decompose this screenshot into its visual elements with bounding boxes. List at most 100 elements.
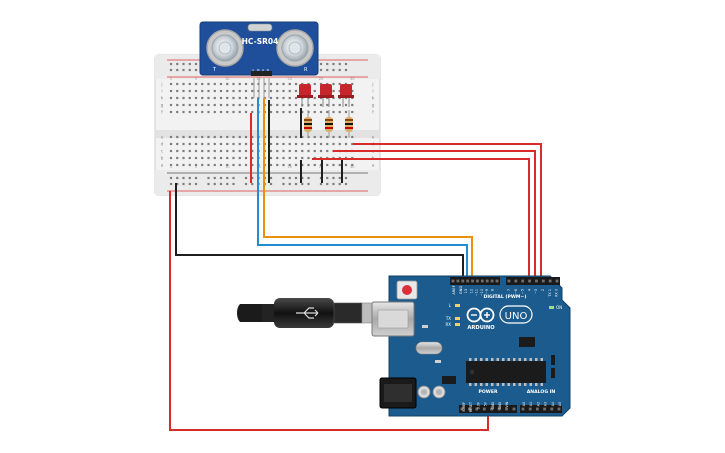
led-3[interactable] <box>338 84 354 107</box>
analog-pin-label: A2 <box>536 402 540 406</box>
usb-symbol-icon <box>296 307 319 319</box>
analog-pin-label: A0 <box>522 402 526 406</box>
crystal <box>247 23 273 32</box>
wire-5v-red[interactable] <box>169 191 489 431</box>
usb-cable[interactable] <box>237 298 375 328</box>
row-letter: j <box>160 82 162 87</box>
digital-header-high <box>450 277 500 285</box>
power-pin-label: 3.3V <box>476 401 480 409</box>
row-letter: d <box>161 142 164 147</box>
digital-pin-label: ~5 <box>521 289 525 294</box>
column-number: 10 <box>225 77 230 81</box>
wire-led-1[interactable] <box>353 143 542 287</box>
digital-pin-label: 12 <box>469 289 473 293</box>
breadboard-jumpers <box>250 100 343 183</box>
row-letter: h <box>372 96 375 101</box>
analog-header <box>520 405 562 413</box>
row-letter: a <box>372 163 375 168</box>
led-body <box>340 84 352 97</box>
column-number: 25 <box>319 77 324 81</box>
row-letter: c <box>161 149 164 154</box>
wire-echo-blue[interactable] <box>257 98 468 287</box>
arduino-model: UNO <box>505 311 528 322</box>
row-letter: j <box>371 82 373 87</box>
usb-strain-relief <box>237 304 262 322</box>
column-number: 30 <box>350 77 355 81</box>
led-rim <box>338 95 354 98</box>
center-channel <box>155 130 380 138</box>
led-tx-label: TX <box>445 316 451 321</box>
power-header <box>459 405 517 413</box>
arduino-logo <box>466 307 495 323</box>
column-number: 30 <box>350 165 355 169</box>
led-2[interactable] <box>318 84 334 107</box>
power-pin-label: GND <box>498 401 502 409</box>
wire-led-2[interactable] <box>333 150 536 287</box>
sensor-corner-right: R <box>304 67 308 73</box>
wires <box>169 98 542 431</box>
uno-badge <box>499 305 533 324</box>
arduino-brand: ARDUINO <box>467 325 495 331</box>
digital-pin-label: ~9 <box>485 289 489 294</box>
led-rim <box>318 95 334 98</box>
header-holes <box>451 279 561 411</box>
analog-pin-label: A3 <box>544 402 548 406</box>
digital-header-low <box>506 277 560 285</box>
aref-pin-label: AREF <box>452 285 456 294</box>
wire-gnd-black[interactable] <box>175 183 464 287</box>
digital-header-label: DIGITAL (PWM~) <box>484 294 527 300</box>
power-pin-label: RESET <box>469 402 473 412</box>
row-letter: b <box>161 156 164 161</box>
led-on <box>549 306 554 309</box>
digital-pin-label: 2 <box>541 289 545 291</box>
led-rx-label: RX <box>445 322 451 327</box>
led-on-label: ON <box>556 305 562 310</box>
row-letter: f <box>372 110 374 115</box>
digital-pin-label: ~11 <box>475 289 479 296</box>
chip-pins <box>469 358 543 386</box>
led-l <box>455 304 460 307</box>
digital-pin-label: ~6 <box>514 289 518 294</box>
column-number: 20 <box>287 77 292 81</box>
column-number: 1 <box>170 77 172 81</box>
power-pin-label: GND <box>491 401 495 409</box>
wire-led-3[interactable] <box>312 158 530 287</box>
sensor-header <box>251 71 272 76</box>
row-letter: a <box>161 163 164 168</box>
sensor-corner-left: T <box>212 67 217 73</box>
digital-pin-label: RX 0 <box>555 289 559 297</box>
column-number: 1 <box>170 165 172 169</box>
led-body <box>320 84 332 97</box>
led-rim <box>297 95 313 98</box>
ultrasonic-sensor[interactable]: HC-SR04 T R VccTrigEchoGnd <box>199 21 319 98</box>
digital-pin-label: 8 <box>491 289 495 291</box>
resistor-3[interactable] <box>345 110 353 138</box>
wire-trig-orange[interactable] <box>263 98 473 287</box>
led-l-label: L <box>449 303 452 308</box>
row-letter: e <box>161 135 164 140</box>
digital-pin-label: 4 <box>527 289 531 291</box>
row-letter: h <box>161 96 164 101</box>
row-letter: e <box>372 135 375 140</box>
voltage-regulator <box>442 376 456 384</box>
analog-pin-label: A5 <box>558 402 562 406</box>
resistor-1[interactable] <box>304 110 312 138</box>
analog-pin-label: A1 <box>529 402 533 406</box>
power-pin-label: IOREF <box>462 402 466 412</box>
column-number: 20 <box>287 165 292 169</box>
atmega-chip <box>466 361 546 383</box>
power-pin-label: VIN <box>505 401 509 407</box>
power-pin-label: 5V <box>484 401 488 406</box>
crystal-oscillator <box>415 341 443 355</box>
led-1[interactable] <box>297 84 313 107</box>
digital-pin-label: 13 <box>464 289 468 293</box>
analog-pin-label: A4 <box>551 402 555 406</box>
resistor-group <box>304 110 353 138</box>
resistor-2[interactable] <box>325 110 333 138</box>
